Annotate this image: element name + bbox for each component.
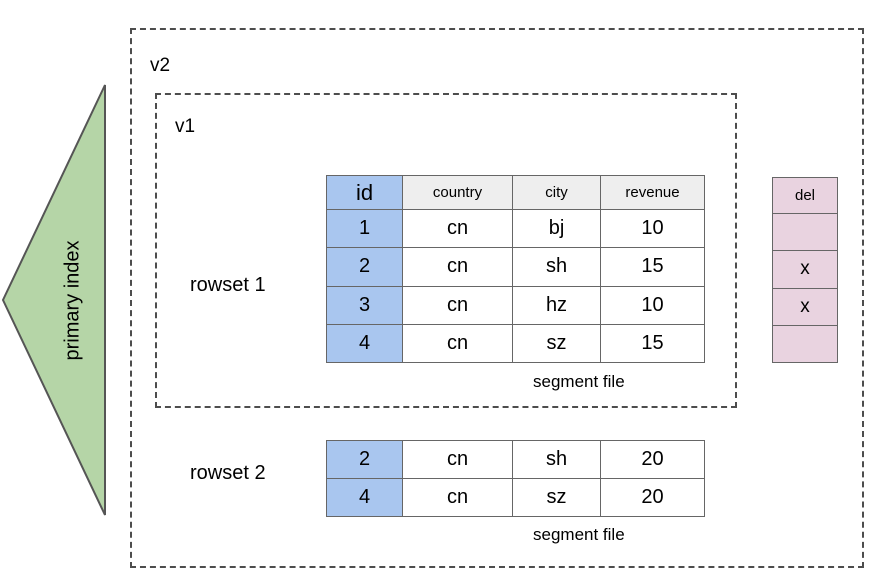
cell-revenue: 15 xyxy=(600,323,705,364)
del-cell: x xyxy=(772,287,838,326)
rowset-1-table: id country city revenue 1 cn bj 10 2 cn … xyxy=(326,175,705,364)
cell-city: sh xyxy=(512,247,601,287)
cell-revenue: 10 xyxy=(600,208,705,249)
segment-file-caption-1: segment file xyxy=(533,372,625,391)
rowset-1-label: rowset 1 xyxy=(190,274,266,296)
cell-city: sh xyxy=(512,440,601,479)
cell-revenue: 10 xyxy=(600,285,705,325)
cell-city: sz xyxy=(512,478,601,517)
del-row: x xyxy=(772,287,838,326)
table-row: 1 cn bj 10 xyxy=(326,208,705,249)
cell-id: 4 xyxy=(326,478,403,517)
cell-city: hz xyxy=(512,285,601,325)
cell-id: 4 xyxy=(326,323,403,364)
delete-marker-table: del x x xyxy=(772,176,838,364)
table-row: 3 cn hz 10 xyxy=(326,285,705,325)
version-v2-label: v2 xyxy=(150,55,171,76)
column-header-city: city xyxy=(512,175,601,210)
del-cell xyxy=(772,324,838,364)
table-header-row: id country city revenue xyxy=(326,175,705,210)
del-row: x xyxy=(772,250,838,289)
version-v1-label: v1 xyxy=(175,116,196,137)
column-header-del: del xyxy=(772,176,838,215)
primary-index-shape xyxy=(0,80,112,520)
primary-index-triangle xyxy=(1,84,106,516)
del-header-row: del xyxy=(772,176,838,215)
cell-country: cn xyxy=(402,285,513,325)
cell-revenue: 20 xyxy=(600,478,705,517)
cell-country: cn xyxy=(402,208,513,249)
del-row xyxy=(772,324,838,364)
table-row: 4 cn sz 20 xyxy=(326,478,705,517)
column-header-country: country xyxy=(402,175,513,210)
cell-revenue: 15 xyxy=(600,247,705,287)
cell-country: cn xyxy=(402,323,513,364)
del-cell: x xyxy=(772,250,838,289)
version-v1-container xyxy=(155,93,737,408)
table-row: 2 cn sh 15 xyxy=(326,247,705,287)
rowset-2-label: rowset 2 xyxy=(190,462,266,484)
rowset-2-table: 2 cn sh 20 4 cn sz 20 xyxy=(326,440,705,517)
cell-city: sz xyxy=(512,323,601,364)
cell-country: cn xyxy=(402,478,513,517)
del-cell xyxy=(772,213,838,252)
version-v2-container xyxy=(130,28,864,568)
cell-id: 2 xyxy=(326,440,403,479)
cell-id: 1 xyxy=(326,208,403,249)
table-row: 4 cn sz 15 xyxy=(326,323,705,364)
cell-id: 3 xyxy=(326,285,403,325)
cell-city: bj xyxy=(512,208,601,249)
del-row xyxy=(772,213,838,252)
cell-country: cn xyxy=(402,440,513,479)
segment-file-caption-2: segment file xyxy=(533,525,625,544)
column-header-id: id xyxy=(326,175,403,210)
cell-id: 2 xyxy=(326,247,403,287)
cell-country: cn xyxy=(402,247,513,287)
table-row: 2 cn sh 20 xyxy=(326,440,705,479)
column-header-revenue: revenue xyxy=(600,175,705,210)
cell-revenue: 20 xyxy=(600,440,705,479)
